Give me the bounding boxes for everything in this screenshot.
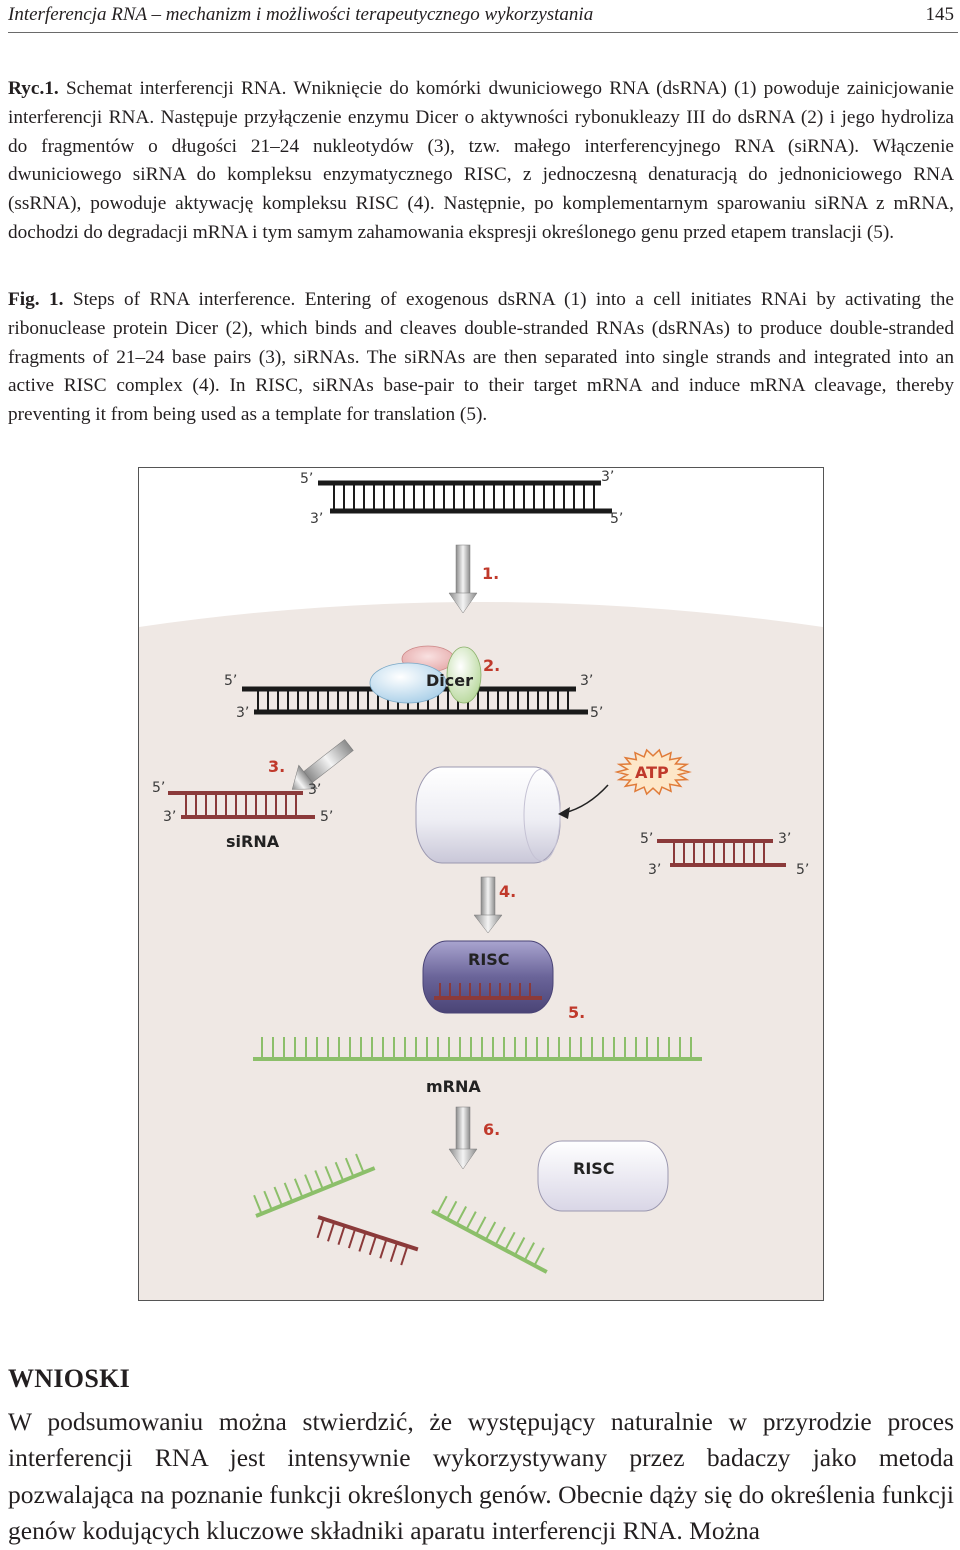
base-pair-rung bbox=[533, 1247, 545, 1266]
base-pair-rung bbox=[355, 1153, 365, 1173]
strand-end-3: 3’ bbox=[778, 831, 791, 847]
running-title: Interferencja RNA – mechanizm i możliwoś… bbox=[8, 4, 594, 25]
base-pair-rung bbox=[494, 1226, 506, 1246]
caption-text-english: Steps of RNA interference. Entering of e… bbox=[8, 289, 954, 426]
strand-end-5: 5’ bbox=[610, 511, 623, 527]
strand-end-5: 5’ bbox=[590, 705, 603, 721]
mrna-fragment-right bbox=[431, 1195, 548, 1274]
strand-end-3: 3’ bbox=[236, 705, 249, 721]
sirna-label: siRNA bbox=[226, 832, 280, 851]
base-pair-rung bbox=[504, 1231, 516, 1251]
base-pair-rung bbox=[253, 1194, 263, 1215]
base-pair-rung bbox=[358, 1232, 367, 1252]
step-arrow-3 bbox=[291, 739, 354, 790]
strand-end-3: 3’ bbox=[308, 782, 321, 798]
step-label-5: 5. bbox=[568, 1003, 585, 1022]
base-pair-rung bbox=[304, 1174, 314, 1194]
base-pair-rung bbox=[324, 1165, 334, 1186]
section-heading: WNIOSKI bbox=[8, 1364, 131, 1393]
section-paragraph: W podsumowaniu można stwierdzić, że wyst… bbox=[8, 1407, 954, 1546]
strand-end-3: 3’ bbox=[580, 673, 593, 689]
base-pair-rung bbox=[344, 1157, 355, 1178]
base-pair-rung bbox=[400, 1245, 409, 1266]
base-pair-rung bbox=[314, 1170, 324, 1190]
figure-caption-english: Fig. 1. Steps of RNA interference. Enter… bbox=[8, 286, 954, 430]
step-label-6: 6. bbox=[483, 1120, 500, 1139]
strand-end-5: 5’ bbox=[640, 831, 653, 847]
page-number: 145 bbox=[925, 4, 955, 25]
figure-caption-polish: Ryc.1. Schemat interferencji RNA. Wnikni… bbox=[8, 75, 954, 248]
base-pair-rung bbox=[455, 1206, 467, 1225]
base-pair-rung bbox=[334, 1161, 345, 1182]
step-arrow-6 bbox=[448, 1106, 478, 1170]
base-pair-rung bbox=[347, 1228, 357, 1249]
strand-end-3: 3’ bbox=[648, 862, 661, 878]
strand-end-3: 3’ bbox=[310, 511, 323, 527]
step-label-2: 2. bbox=[483, 656, 500, 675]
strand-end-5: 5’ bbox=[796, 862, 809, 878]
base-pair-rung bbox=[379, 1238, 388, 1259]
base-pair-rung bbox=[273, 1186, 283, 1206]
separated-sirna bbox=[657, 839, 786, 867]
base-pair-rung bbox=[523, 1242, 535, 1261]
rnai-schematic-figure: 5’ 3’ 3’ 5’ 1. 5’ 3’ 3’ 5’ Dicer 2. 3. 5… bbox=[138, 467, 824, 1301]
base-pair-rung bbox=[337, 1225, 346, 1245]
strand-end-5: 5’ bbox=[300, 471, 313, 487]
step-label-1: 1. bbox=[482, 564, 499, 583]
strand-end-3: 3’ bbox=[601, 469, 614, 485]
risc-inactive-complex bbox=[415, 766, 561, 864]
base-pair-rung bbox=[283, 1182, 294, 1202]
base-pair-rung bbox=[465, 1211, 477, 1230]
dicer-label: Dicer bbox=[426, 671, 473, 690]
base-pair-rung bbox=[446, 1200, 458, 1220]
caption-label-polish: Ryc.1. bbox=[8, 78, 59, 99]
base-pair-rung bbox=[263, 1190, 273, 1211]
caption-label-english: Fig. 1. bbox=[8, 289, 64, 310]
strand-end-5: 5’ bbox=[152, 780, 165, 796]
mrna-label: mRNA bbox=[426, 1077, 481, 1096]
dicer-enzyme: Dicer bbox=[369, 645, 482, 704]
step-label-4: 4. bbox=[499, 882, 516, 901]
running-header: Interferencja RNA – mechanizm i możliwoś… bbox=[8, 2, 958, 33]
base-pair-rung bbox=[368, 1235, 377, 1256]
base-pair-rung bbox=[327, 1221, 336, 1242]
step-arrow-4 bbox=[473, 876, 503, 934]
risc-label: RISC bbox=[468, 950, 510, 969]
risc-active-complex: RISC bbox=[422, 940, 554, 1014]
base-pair-rung bbox=[514, 1237, 526, 1256]
mrna-strand bbox=[253, 1037, 702, 1061]
base-pair-rung bbox=[293, 1178, 304, 1198]
mrna-fragment-left bbox=[253, 1153, 376, 1218]
risc-released-complex: RISC bbox=[537, 1140, 669, 1212]
base-pair-rung bbox=[484, 1221, 497, 1241]
atp-starburst: ATP bbox=[558, 748, 692, 819]
base-pair-rung bbox=[316, 1218, 325, 1239]
strand-end-5: 5’ bbox=[320, 809, 333, 825]
caption-text-polish: Schemat interferencji RNA. Wniknięcie do… bbox=[8, 78, 954, 243]
atp-label: ATP bbox=[635, 763, 669, 782]
risc-label: RISC bbox=[573, 1159, 615, 1178]
sirna-duplex bbox=[168, 791, 315, 819]
base-pair-rung bbox=[436, 1195, 448, 1215]
base-pair-rung bbox=[475, 1216, 487, 1235]
step-arrow-1 bbox=[448, 544, 478, 614]
sirna-fragment-released bbox=[316, 1215, 419, 1266]
base-pair-rung bbox=[389, 1242, 398, 1262]
step-label-3: 3. bbox=[268, 757, 285, 776]
strand-end-5: 5’ bbox=[224, 673, 237, 689]
dsrna-outside bbox=[318, 480, 612, 514]
strand-end-3: 3’ bbox=[163, 809, 176, 825]
